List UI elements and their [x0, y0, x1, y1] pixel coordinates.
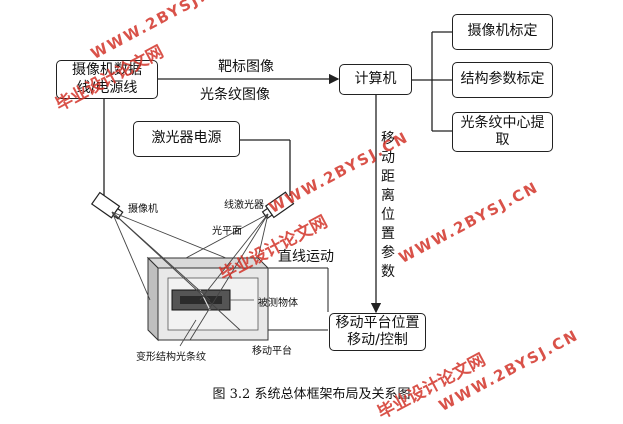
- deformed-stripe-label: 变形结构光条纹: [136, 352, 206, 363]
- laser-power-box: 激光器电源: [133, 121, 240, 157]
- camera-view-lines: [111, 211, 241, 331]
- camera-calibration-label: 摄像机标定: [467, 23, 538, 40]
- target-image-label: 靶标图像: [218, 59, 274, 75]
- light-plane-label: 光平面: [212, 226, 242, 237]
- camera-device: [90, 191, 124, 220]
- camera-label: 摄像机: [128, 204, 158, 215]
- platform-control-box: 移动平台位置移动/控制: [329, 313, 426, 351]
- measured-object-shape: [171, 289, 231, 311]
- computer-label: 计算机: [354, 70, 397, 87]
- computer-box: 计算机: [339, 64, 412, 95]
- laser-device: [261, 191, 295, 220]
- structure-calibration-label: 结构参数标定: [460, 71, 545, 88]
- laser-power-label: 激光器电源: [151, 130, 222, 147]
- stripe-image-label: 光条纹图像: [200, 87, 270, 103]
- diagram-canvas: [90, 31, 452, 347]
- move-params-label: 移动距离位置参数: [381, 131, 395, 280]
- figure-caption: 图 3.2 系统总体框架布局及关系图: [212, 387, 411, 402]
- linear-motion-label: 直线运动: [278, 249, 334, 265]
- platform-control-label: 移动平台位置移动/控制: [335, 314, 420, 349]
- stripe-center-label: 光条纹中心提取: [460, 114, 545, 149]
- data-line-box: 摄像机数据线/电源线: [56, 60, 158, 99]
- camera-calibration-box: 摄像机标定: [452, 14, 553, 50]
- structure-calibration-box: 结构参数标定: [452, 62, 553, 98]
- line-laser-label: 线激光器: [224, 200, 264, 211]
- stripe-center-box: 光条纹中心提取: [452, 112, 553, 152]
- data-line-label: 摄像机数据线/电源线: [72, 62, 142, 96]
- measured-object-label: 被测物体: [258, 298, 298, 309]
- moving-platform-label: 移动平台: [252, 346, 292, 357]
- laser-plane-lines: [185, 213, 269, 341]
